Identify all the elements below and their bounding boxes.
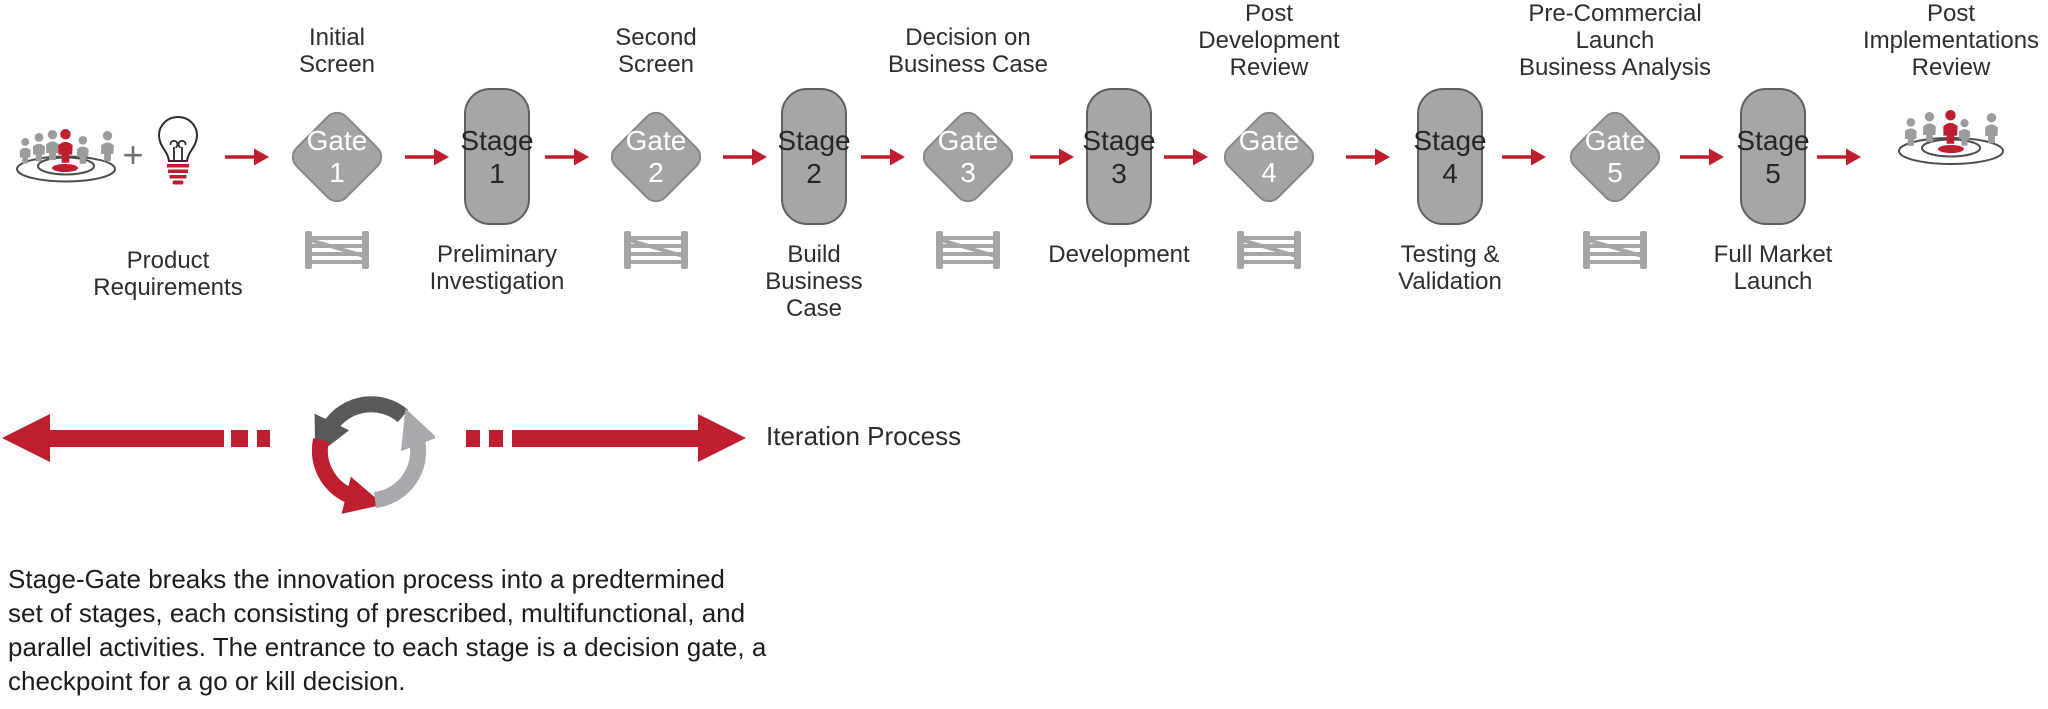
gate-2-label: Gate 2 xyxy=(625,125,687,188)
flow-arrow-3 xyxy=(544,146,590,168)
plus-sign: + xyxy=(122,134,144,175)
iteration-arrow-dash xyxy=(489,430,503,447)
flow-arrow-11 xyxy=(1816,146,1862,168)
iteration-process-label: Iteration Process xyxy=(766,421,962,451)
flow-arrow-4 xyxy=(722,146,768,168)
description-text: Stage-Gate breaks the innovation process… xyxy=(8,564,767,696)
gate-1-label: Gate 1 xyxy=(306,125,368,188)
gate2-top-label: Second Screen xyxy=(615,24,697,78)
gate4-top-label: Post Development Review xyxy=(1198,0,1340,81)
team-icon-start xyxy=(16,129,116,183)
gate-2: Gate 2 xyxy=(605,106,707,208)
stage-3-box: Stage 3 xyxy=(1082,88,1156,225)
gate-4: Gate 4 xyxy=(1218,106,1320,208)
stage-5-box: Stage 5 xyxy=(1736,88,1810,225)
gate-1: Gate 1 xyxy=(286,106,388,208)
flow-arrow-8 xyxy=(1345,146,1391,168)
stage-1-box: Stage 1 xyxy=(460,88,534,225)
stage-4-box: Stage 4 xyxy=(1413,88,1487,225)
iteration-arrow-right-head xyxy=(698,414,746,462)
flow-arrow-10 xyxy=(1679,146,1725,168)
stage-4-bottom-label: Testing & Validation xyxy=(1398,241,1502,295)
stage-3-bottom-label: Development xyxy=(1048,241,1190,268)
iteration-arrow-body-left xyxy=(46,430,224,447)
flow-arrow-6 xyxy=(1029,146,1075,168)
gate-5: Gate 5 xyxy=(1564,106,1666,208)
gate5-top-label: Pre-Commercial Launch Business Analysis xyxy=(1518,0,1712,81)
iteration-cycle-icon xyxy=(311,396,435,514)
gate-3-label: Gate 3 xyxy=(937,125,999,188)
iteration-arrow-body-right xyxy=(512,430,700,447)
gate3-top-label: Decision on Business Case xyxy=(887,24,1049,78)
team-icon-end xyxy=(1898,110,2004,165)
post-implementation-label: Post Implementations Review xyxy=(1862,0,2040,81)
iteration-arrow-dash xyxy=(257,430,270,447)
gate-5-label: Gate 5 xyxy=(1584,125,1646,188)
flow-arrow-5 xyxy=(860,146,906,168)
stage-2-bottom-label: Build Business Case xyxy=(765,241,863,322)
gate1-top-label: Initial Screen xyxy=(298,24,376,78)
iteration-arrow-dash xyxy=(231,430,248,447)
stage-1-bottom-label: Preliminary Investigation xyxy=(429,241,565,295)
stage-5-bottom-label: Full Market Launch xyxy=(1713,241,1833,295)
lightbulb-icon xyxy=(157,115,199,185)
product-requirements-label: Product Requirements xyxy=(93,247,243,301)
flow-arrow-1 xyxy=(224,146,270,168)
gate-3: Gate 3 xyxy=(917,106,1019,208)
stage-2-box: Stage 2 xyxy=(777,88,851,225)
flow-arrow-2 xyxy=(404,146,450,168)
flow-arrow-7 xyxy=(1163,146,1209,168)
gate-4-label: Gate 4 xyxy=(1238,125,1300,188)
iteration-arrow-left-head xyxy=(2,414,50,462)
iteration-arrow-dash xyxy=(466,430,480,447)
flow-arrow-9 xyxy=(1501,146,1547,168)
